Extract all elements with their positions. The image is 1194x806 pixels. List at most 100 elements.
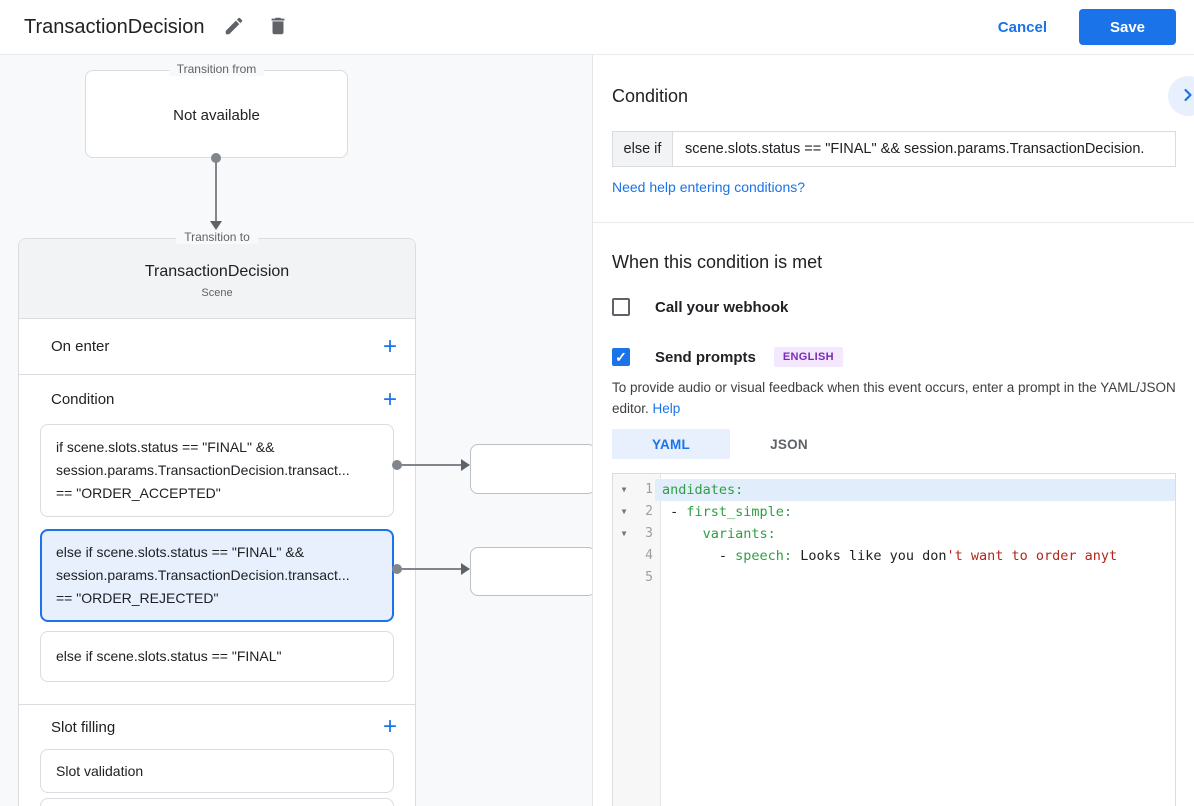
fold-spacer (613, 545, 635, 567)
scene-subtitle: Scene (201, 287, 233, 299)
condition-text: else if scene.slots.status == "FINAL" && (56, 544, 305, 560)
condition-section: Condition + if scene.slots.status == "FI… (19, 375, 415, 705)
webhook-label: Call your webhook (655, 298, 789, 316)
condition-detail-panel: Condition else if Need help entering con… (593, 55, 1194, 806)
code-text (662, 567, 1175, 589)
chevron-right-icon (1178, 85, 1194, 108)
condition-heading: Condition (612, 86, 689, 106)
flow-canvas: Transition from Not available Transition… (0, 55, 593, 806)
save-button[interactable]: Save (1079, 9, 1176, 45)
code-text: andidates: (655, 479, 1175, 501)
code-line[interactable]: ▼ 2 - first_simple: (613, 501, 1175, 523)
fold-icon[interactable]: ▼ (621, 529, 627, 538)
header-bar: TransactionDecision Cancel Save (0, 0, 1194, 55)
fold-icon[interactable]: ▼ (621, 507, 627, 516)
add-icon: + (382, 713, 397, 740)
connector-line (399, 568, 462, 570)
on-enter-row[interactable]: On enter + (19, 319, 415, 375)
check-icon: ✓ (615, 348, 627, 365)
condition-help-link[interactable]: Need help entering conditions? (612, 179, 806, 195)
line-number: 4 (645, 548, 653, 563)
target-scene-box[interactable] (470, 547, 593, 596)
editor-hint-text: To provide audio or visual feedback when… (612, 380, 1176, 416)
transition-to-legend: Transition to (176, 230, 258, 244)
condition-input[interactable] (672, 131, 1176, 167)
edit-button[interactable] (220, 13, 248, 41)
send-prompts-label: Send prompts (655, 348, 756, 366)
condition-text: else if scene.slots.status == "FINAL" (56, 648, 282, 664)
condition-text: == "ORDER_ACCEPTED" (56, 485, 221, 501)
page-title: TransactionDecision (24, 15, 205, 38)
on-enter-label: On enter (51, 338, 110, 355)
condition-card[interactable]: if scene.slots.status == "FINAL" &&sessi… (40, 424, 394, 517)
slot-card-partial[interactable] (40, 798, 394, 806)
scene-title: TransactionDecision (144, 263, 290, 280)
editor-gutter (613, 474, 661, 806)
add-slot-button[interactable]: + (383, 715, 397, 739)
slot-filling-section: Slot filling + Slot validation (19, 705, 415, 806)
transition-from-box[interactable]: Transition from Not available (85, 62, 348, 158)
line-number: 2 (645, 504, 653, 519)
webhook-row: Call your webhook (612, 298, 788, 316)
add-condition-button[interactable]: + (382, 385, 397, 413)
trash-icon (267, 15, 289, 40)
line-number: 1 (645, 482, 653, 497)
condition-text: session.params.TransactionDecision.trans… (56, 567, 350, 583)
tab-json[interactable]: JSON (770, 436, 808, 452)
condition-label-row: Condition + (19, 375, 415, 424)
language-badge: ENGLISH (773, 347, 843, 367)
code-line[interactable]: 5 (613, 567, 1175, 589)
send-prompts-checkbox[interactable]: ✓ (612, 348, 630, 366)
code-line[interactable]: 4 - speech: Looks like you don't want to… (613, 545, 1175, 567)
condition-text: session.params.TransactionDecision.trans… (56, 462, 350, 478)
code-line[interactable]: ▼ 3 variants: (613, 523, 1175, 545)
arrow-right-icon (461, 459, 470, 471)
transition-from-legend: Transition from (168, 62, 265, 76)
connector-line-down (215, 158, 217, 223)
code-text: - speech: Looks like you don't want to o… (662, 548, 1118, 564)
line-number: 3 (645, 526, 653, 541)
slot-validation-card[interactable]: Slot validation (40, 749, 394, 793)
code-text: - first_simple: (662, 504, 793, 520)
send-prompts-row: ✓ Send prompts ENGLISH (612, 347, 843, 367)
webhook-checkbox[interactable] (612, 298, 630, 316)
slot-filling-label: Slot filling (51, 718, 116, 736)
tab-yaml[interactable]: YAML (612, 429, 730, 459)
main-area: Transition from Not available Transition… (0, 55, 1194, 806)
delete-button[interactable] (264, 13, 292, 41)
editor-hint: To provide audio or visual feedback when… (612, 377, 1178, 419)
add-icon: + (382, 385, 397, 413)
condition-card[interactable]: else if scene.slots.status == "FINAL" &&… (40, 529, 394, 622)
transition-from-content: Not available (173, 107, 260, 124)
code-text: variants: (702, 526, 776, 542)
section-divider (593, 222, 1194, 223)
connector-dot (392, 564, 402, 574)
condition-operator-label: else if (612, 131, 673, 167)
transition-to-card: Transition to TransactionDecision Scene … (18, 230, 416, 806)
scene-header[interactable]: TransactionDecision Scene (19, 239, 415, 319)
condition-editor-row: else if (612, 131, 1176, 167)
connector-dot (392, 460, 402, 470)
arrow-right-icon (461, 563, 470, 575)
condition-card-list: if scene.slots.status == "FINAL" &&sessi… (19, 424, 415, 682)
fold-spacer (613, 567, 635, 589)
pencil-icon (223, 15, 245, 40)
collapse-panel-button[interactable] (1168, 76, 1194, 116)
help-link[interactable]: Help (652, 401, 681, 416)
editor-tabs: YAML JSON (612, 429, 848, 459)
slot-filling-label-row: Slot filling + (19, 705, 415, 749)
target-scene-box[interactable] (470, 444, 593, 494)
condition-section-label: Condition (51, 391, 115, 408)
line-number: 5 (645, 570, 653, 585)
arrow-down-icon (210, 221, 222, 230)
add-on-enter-button[interactable]: + (382, 332, 397, 360)
condition-card[interactable]: else if scene.slots.status == "FINAL" (40, 631, 394, 682)
condition-text: == "ORDER_REJECTED" (56, 590, 219, 606)
cancel-button[interactable]: Cancel (997, 18, 1047, 36)
add-icon: + (382, 332, 397, 360)
fold-icon[interactable]: ▼ (621, 485, 627, 494)
